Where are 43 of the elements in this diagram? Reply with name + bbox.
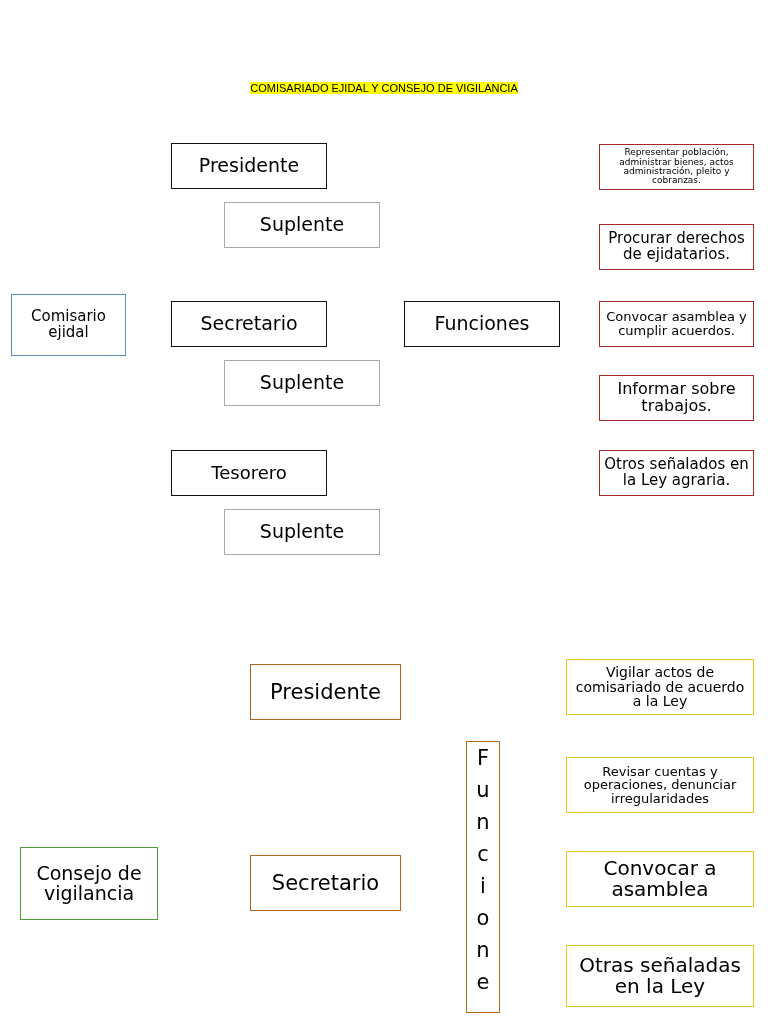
text-box bbox=[224, 509, 380, 555]
box-label: Tesorero bbox=[210, 463, 288, 483]
text-box bbox=[566, 757, 754, 813]
text-box bbox=[599, 375, 754, 421]
text-box bbox=[599, 144, 754, 190]
text-box bbox=[404, 301, 560, 347]
text-box bbox=[171, 450, 327, 496]
box-label: Revisar cuentas y operaciones, denunciar irregularidades bbox=[582, 764, 738, 806]
box-label: Funciones bbox=[433, 314, 531, 334]
box-label: Convocar a asamblea bbox=[602, 858, 718, 900]
box-label: Suplente bbox=[258, 522, 346, 542]
text-box bbox=[466, 741, 500, 1013]
text-box bbox=[224, 202, 380, 248]
text-box bbox=[11, 294, 126, 356]
text-box bbox=[599, 450, 754, 496]
text-box bbox=[566, 659, 754, 715]
text-box bbox=[599, 301, 754, 347]
text-box bbox=[171, 301, 327, 347]
box-label: Convocar asamblea y cumplir acuerdos. bbox=[605, 310, 748, 338]
box-label: Vigilar actos de comisariado de acuerdo a la Ley bbox=[574, 664, 746, 710]
diagram-title: COMISARIADO EJIDAL Y CONSEJO DE VIGILANCIA bbox=[250, 82, 518, 94]
text-box bbox=[224, 360, 380, 406]
box-label: Representar población, administrar bienes, actos administración, pleito y cobranzas. bbox=[618, 148, 735, 186]
box-label: Otros señalados en la Ley agraria. bbox=[603, 457, 750, 489]
box-label: Procurar derechos de ejidatarios. bbox=[607, 231, 746, 263]
text-box bbox=[566, 945, 754, 1007]
text-box bbox=[250, 664, 401, 720]
box-label: Secretario bbox=[270, 871, 381, 894]
box-label: Comisario ejidal bbox=[30, 309, 107, 341]
text-box bbox=[20, 847, 158, 920]
text-box bbox=[250, 855, 401, 911]
text-box bbox=[566, 851, 754, 907]
text-box bbox=[171, 143, 327, 189]
box-label: Informar sobre trabajos. bbox=[616, 381, 737, 415]
box-label: Suplente bbox=[258, 373, 346, 393]
box-label: Presidente bbox=[269, 680, 382, 703]
box-label: Suplente bbox=[258, 215, 346, 235]
text-box bbox=[599, 224, 754, 270]
box-label: Consejo de vigilancia bbox=[35, 863, 143, 904]
box-label: Secretario bbox=[199, 314, 299, 334]
box-label: Otras señaladas en la Ley bbox=[578, 955, 742, 997]
box-label: Funcione bbox=[470, 745, 496, 1002]
box-label: Presidente bbox=[197, 156, 301, 176]
